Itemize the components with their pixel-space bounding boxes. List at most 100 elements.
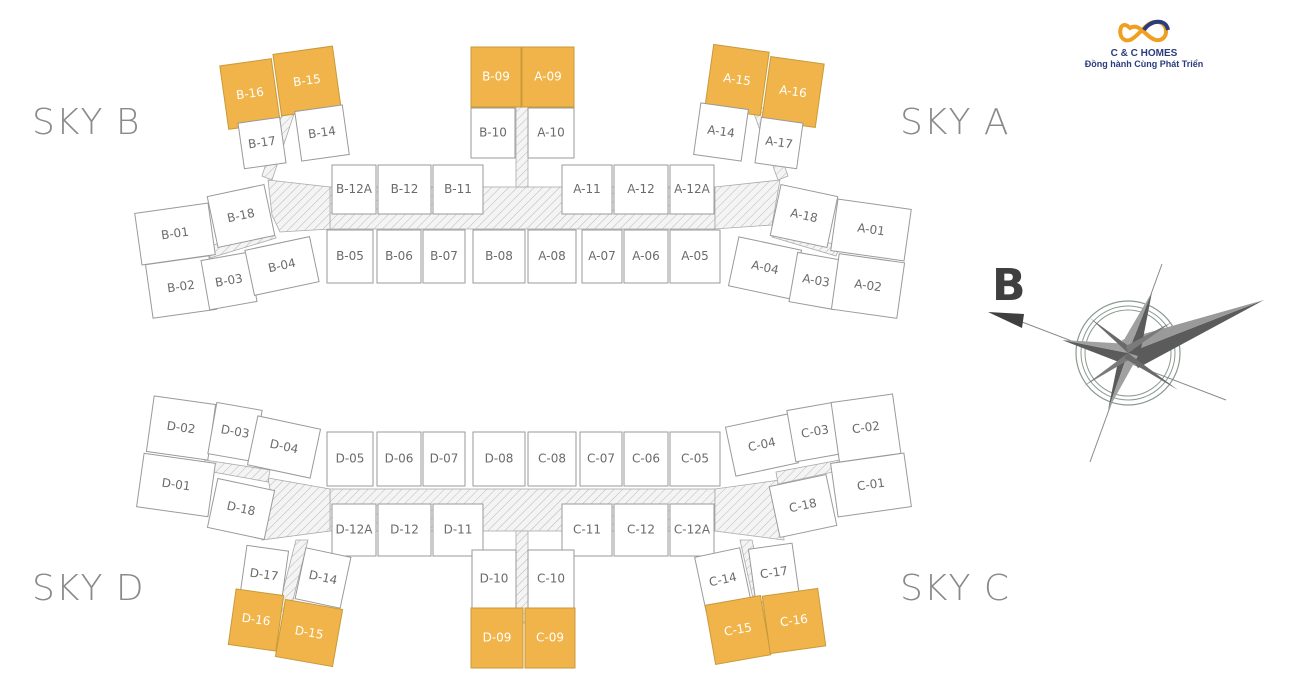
unit-box[interactable] <box>331 503 377 557</box>
unit-d-09[interactable]: D-09 <box>470 607 524 669</box>
unit-box[interactable] <box>561 164 613 215</box>
unit-box[interactable] <box>669 229 721 284</box>
unit-a-12[interactable]: A-12 <box>613 164 669 215</box>
unit-a-15[interactable]: A-15 <box>704 43 770 117</box>
unit-box[interactable] <box>376 229 422 284</box>
unit-box[interactable] <box>472 229 526 284</box>
unit-d-07[interactable]: D-07 <box>422 431 466 487</box>
unit-c-10[interactable]: C-10 <box>527 549 575 609</box>
unit-box[interactable] <box>422 431 466 487</box>
unit-box[interactable] <box>561 503 613 557</box>
unit-box[interactable] <box>830 253 906 319</box>
unit-box[interactable] <box>244 236 320 296</box>
unit-a-14[interactable]: A-14 <box>693 102 749 162</box>
unit-c-08[interactable]: C-08 <box>527 431 577 487</box>
unit-box[interactable] <box>331 164 377 215</box>
unit-b-10[interactable]: B-10 <box>470 107 516 159</box>
unit-b-18[interactable]: B-18 <box>206 183 276 249</box>
unit-box[interactable] <box>432 503 484 557</box>
unit-d-11[interactable]: D-11 <box>432 503 484 557</box>
unit-box[interactable] <box>613 164 669 215</box>
unit-box[interactable] <box>246 415 322 479</box>
unit-box[interactable] <box>294 547 352 609</box>
unit-a-12a[interactable]: A-12A <box>669 164 715 215</box>
unit-a-07[interactable]: A-07 <box>581 229 623 284</box>
unit-box[interactable] <box>830 452 912 518</box>
unit-box[interactable] <box>470 46 522 108</box>
unit-c-02[interactable]: C-02 <box>830 393 902 463</box>
unit-box[interactable] <box>623 229 669 284</box>
unit-box[interactable] <box>524 607 576 669</box>
unit-box[interactable] <box>527 431 577 487</box>
unit-d-16[interactable]: D-16 <box>227 588 285 652</box>
unit-d-12[interactable]: D-12 <box>377 503 432 557</box>
unit-c-16[interactable]: C-16 <box>761 587 827 655</box>
unit-box[interactable] <box>768 473 838 539</box>
unit-box[interactable] <box>377 503 432 557</box>
unit-b-03[interactable]: B-03 <box>200 251 258 311</box>
unit-c-09[interactable]: C-09 <box>524 607 576 669</box>
unit-d-03[interactable]: D-03 <box>207 401 263 463</box>
unit-box[interactable] <box>470 607 524 669</box>
unit-a-06[interactable]: A-06 <box>623 229 669 284</box>
unit-b-12a[interactable]: B-12A <box>331 164 377 215</box>
unit-box[interactable] <box>326 431 374 487</box>
unit-c-07[interactable]: C-07 <box>579 431 623 487</box>
unit-a-01[interactable]: A-01 <box>830 198 912 262</box>
unit-a-10[interactable]: A-10 <box>527 107 575 159</box>
unit-box[interactable] <box>376 431 422 487</box>
unit-c-03[interactable]: C-03 <box>786 401 844 463</box>
unit-box[interactable] <box>237 116 287 170</box>
unit-b-05[interactable]: B-05 <box>326 229 374 284</box>
unit-d-06[interactable]: D-06 <box>376 431 422 487</box>
unit-box[interactable] <box>527 229 577 284</box>
unit-box[interactable] <box>669 503 715 557</box>
unit-box[interactable] <box>761 587 827 655</box>
unit-box[interactable] <box>422 229 466 284</box>
unit-c-15[interactable]: C-15 <box>704 595 772 665</box>
unit-d-17[interactable]: D-17 <box>238 544 290 606</box>
unit-box[interactable] <box>227 588 285 652</box>
unit-box[interactable] <box>623 431 669 487</box>
unit-b-15[interactable]: B-15 <box>272 45 342 117</box>
unit-box[interactable] <box>326 229 374 284</box>
unit-box[interactable] <box>136 452 216 518</box>
unit-d-12a[interactable]: D-12A <box>331 503 377 557</box>
unit-box[interactable] <box>274 598 344 668</box>
unit-box[interactable] <box>294 104 350 162</box>
unit-c-11[interactable]: C-11 <box>561 503 613 557</box>
unit-box[interactable] <box>527 107 575 159</box>
unit-d-02[interactable]: D-02 <box>145 395 217 461</box>
unit-box[interactable] <box>669 431 721 487</box>
unit-d-18[interactable]: D-18 <box>206 477 276 541</box>
unit-d-04[interactable]: D-04 <box>246 415 322 479</box>
unit-a-17[interactable]: A-17 <box>754 116 804 170</box>
unit-d-10[interactable]: D-10 <box>471 549 517 609</box>
unit-a-16[interactable]: A-16 <box>761 55 825 129</box>
unit-a-03[interactable]: A-03 <box>788 251 844 311</box>
unit-box[interactable] <box>669 164 715 215</box>
unit-a-08[interactable]: A-08 <box>527 229 577 284</box>
unit-box[interactable] <box>579 431 623 487</box>
unit-c-05[interactable]: C-05 <box>669 431 721 487</box>
unit-a-05[interactable]: A-05 <box>669 229 721 284</box>
unit-box[interactable] <box>613 503 669 557</box>
unit-b-02[interactable]: B-02 <box>144 255 218 319</box>
unit-d-01[interactable]: D-01 <box>136 452 216 518</box>
unit-b-06[interactable]: B-06 <box>376 229 422 284</box>
unit-a-11[interactable]: A-11 <box>561 164 613 215</box>
unit-b-16[interactable]: B-16 <box>219 58 281 130</box>
unit-d-05[interactable]: D-05 <box>326 431 374 487</box>
unit-b-14[interactable]: B-14 <box>294 104 350 162</box>
unit-b-04[interactable]: B-04 <box>244 236 320 296</box>
unit-box[interactable] <box>704 595 772 665</box>
unit-d-15[interactable]: D-15 <box>274 598 344 668</box>
unit-b-07[interactable]: B-07 <box>422 229 466 284</box>
unit-c-18[interactable]: C-18 <box>768 473 838 539</box>
unit-box[interactable] <box>830 198 912 262</box>
unit-c-12[interactable]: C-12 <box>613 503 669 557</box>
unit-box[interactable] <box>472 431 526 487</box>
unit-a-09[interactable]: A-09 <box>521 46 575 108</box>
unit-a-02[interactable]: A-02 <box>830 253 906 319</box>
unit-box[interactable] <box>377 164 432 215</box>
